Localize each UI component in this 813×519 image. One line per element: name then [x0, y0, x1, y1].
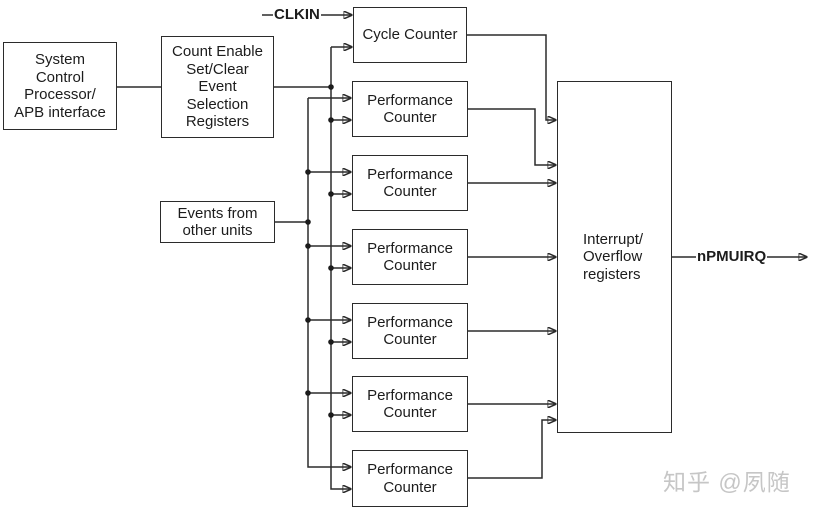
system-control-processor-label: System Control Processor/ APB interface [14, 51, 106, 121]
performance-counter-box-1: Performance Counter [352, 81, 468, 137]
performance-counter-label: Performance Counter [367, 313, 453, 349]
events-bus-wires [275, 98, 351, 467]
junction-dots [305, 84, 334, 418]
performance-counter-box-5: Performance Counter [352, 376, 468, 432]
performance-counter-label: Performance Counter [367, 91, 453, 127]
performance-counter-box-6: Performance Counter [352, 450, 468, 507]
performance-counter-label: Performance Counter [367, 165, 453, 201]
system-control-processor-box: System Control Processor/ APB interface [3, 42, 117, 130]
cycle-counter-label: Cycle Counter [362, 26, 458, 44]
performance-counter-label: Performance Counter [367, 239, 453, 275]
zhihu-watermark-text: 知乎 @夙随 [663, 469, 791, 495]
cycle-counter-box: Cycle Counter [353, 7, 467, 63]
count-enable-bus-wires [274, 47, 352, 489]
events-from-other-units-box: Events from other units [160, 201, 275, 243]
interrupt-overflow-registers-label: Interrupt/ Overflow registers [583, 230, 644, 283]
npmuirq-signal-label: nPMUIRQ [696, 248, 768, 266]
performance-counter-box-3: Performance Counter [352, 229, 468, 285]
events-from-other-units-label: Events from other units [177, 204, 258, 240]
clkin-signal-label: CLKIN [273, 6, 321, 24]
performance-counter-label: Performance Counter [367, 461, 453, 496]
counter-output-wires [467, 34, 556, 479]
performance-counter-label: Performance Counter [367, 386, 453, 422]
count-enable-registers-label: Count Enable Set/Clear Event Selection R… [172, 43, 263, 131]
count-enable-registers-box: Count Enable Set/Clear Event Selection R… [161, 36, 274, 138]
performance-counter-box-2: Performance Counter [352, 155, 468, 211]
performance-counter-box-4: Performance Counter [352, 303, 468, 359]
interrupt-overflow-registers-box: Interrupt/ Overflow registers [557, 81, 672, 433]
